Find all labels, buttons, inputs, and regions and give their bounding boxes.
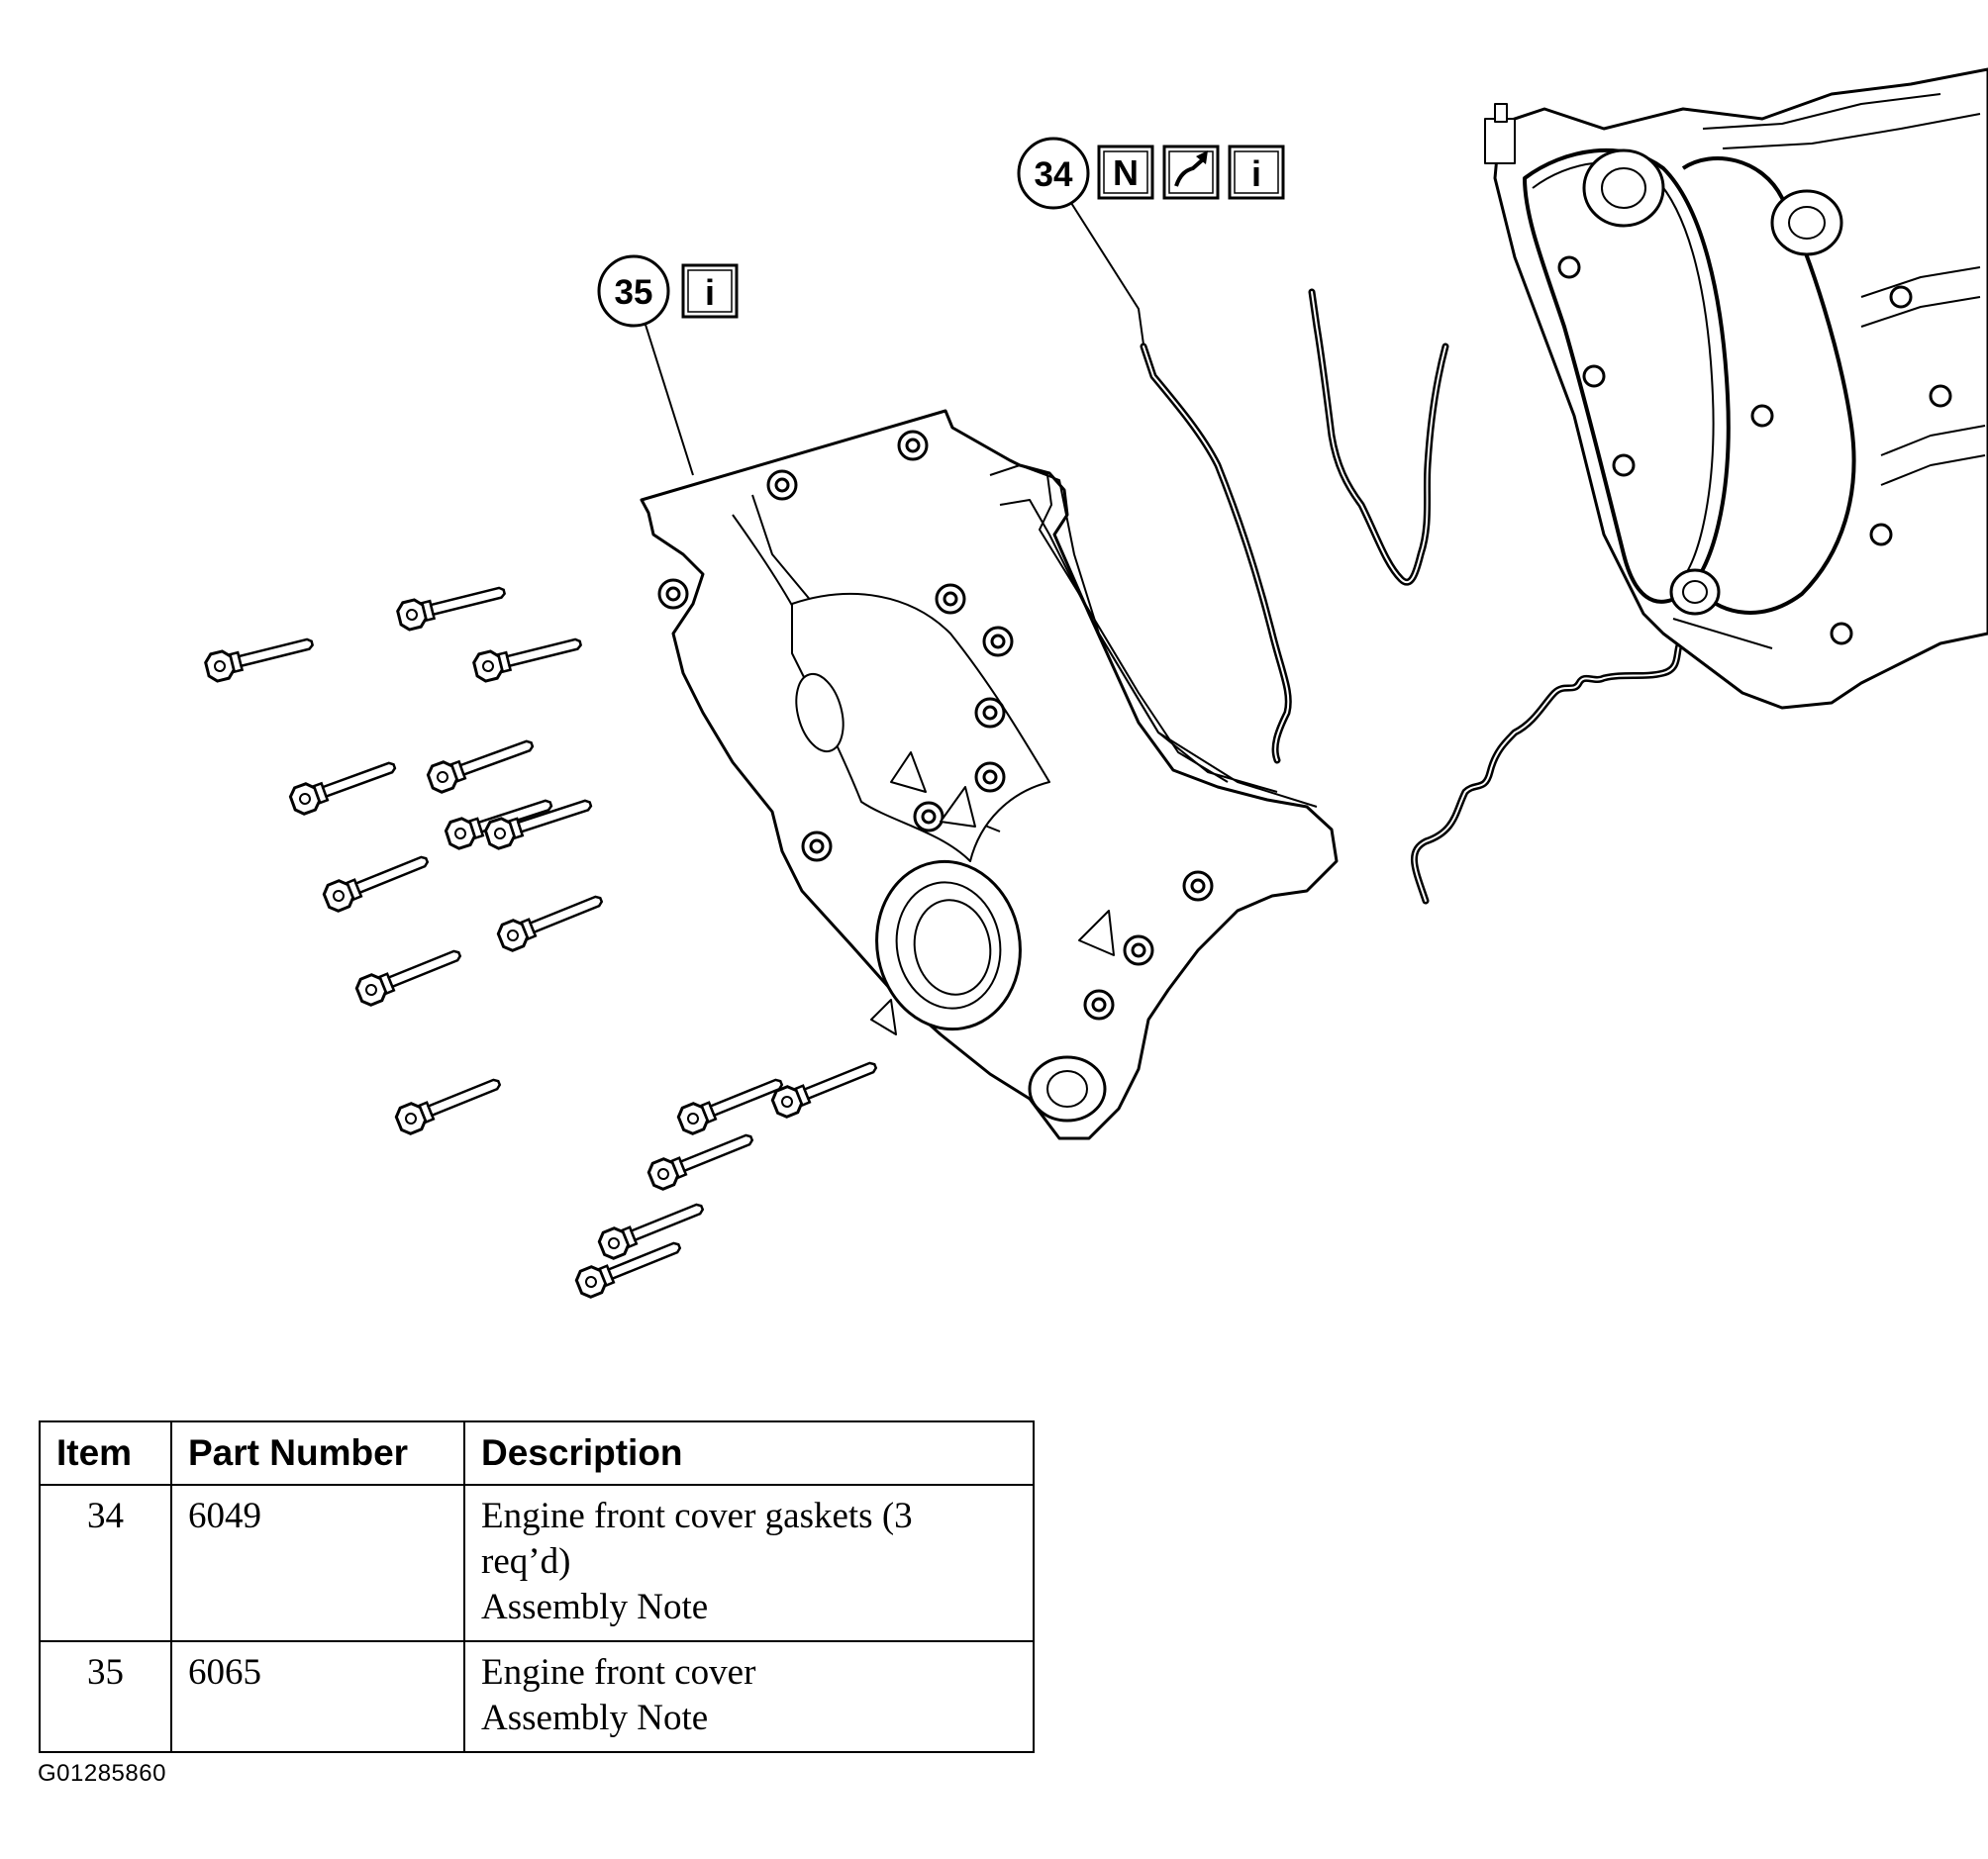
info-symbol-34: i: [1251, 153, 1261, 194]
engine-front-cover: [640, 409, 1339, 1140]
info-symbol-35: i: [705, 272, 715, 313]
bolt: [768, 1051, 882, 1122]
bolt: [202, 628, 318, 685]
description-line: Engine front cover: [481, 1652, 756, 1693]
description-line: Engine front cover gaskets (3: [481, 1496, 913, 1536]
column-header-part-number: Part Number: [170, 1420, 465, 1486]
assembly-note-link: Assembly Note: [481, 1587, 709, 1627]
part-number: 6049: [170, 1484, 465, 1642]
new-part-symbol: N: [1113, 152, 1139, 193]
description: Engine front cover gaskets (3 req’d) Ass…: [463, 1484, 1035, 1642]
callout-35: 35 i: [597, 254, 739, 476]
table-row: 35 6065 Engine front cover Assembly Note: [39, 1640, 1035, 1753]
exploded-view-diagram: 34 N i 35 i: [202, 67, 1988, 1302]
bolt: [352, 939, 466, 1010]
part-number: 6065: [170, 1640, 465, 1753]
parts-table: Item Part Number Description 34 6049 Eng…: [39, 1420, 1035, 1753]
bolt: [320, 845, 434, 916]
bolt: [286, 751, 401, 819]
description: Engine front cover Assembly Note: [463, 1640, 1035, 1753]
information-icon: i: [681, 263, 739, 319]
gasket-left: [1140, 342, 1292, 764]
bolt: [645, 1124, 758, 1194]
new-part-icon: N: [1097, 145, 1154, 200]
information-icon: i: [1228, 145, 1285, 200]
bolt: [394, 576, 510, 634]
bolt: [494, 885, 608, 955]
gasket-lower: [1410, 635, 1687, 905]
front-cover-gaskets: [1140, 288, 1687, 905]
sealant-tube-icon: [1162, 145, 1220, 200]
figure-id: G01285860: [38, 1760, 166, 1787]
bolt: [674, 1068, 788, 1138]
bolt: [392, 1068, 506, 1138]
bolt: [470, 628, 586, 685]
callout-34: 34 N i: [1017, 137, 1285, 345]
callout-34-number: 34: [1035, 155, 1073, 194]
item-number: 34: [39, 1484, 172, 1642]
table-row: 34 6049 Engine front cover gaskets (3 re…: [39, 1484, 1035, 1642]
bolt: [481, 789, 597, 852]
assembly-note-link: Assembly Note: [481, 1698, 709, 1738]
column-header-description: Description: [463, 1420, 1035, 1486]
item-number: 35: [39, 1640, 172, 1753]
description-line: req’d): [481, 1541, 571, 1582]
engine-block: [1484, 67, 1988, 710]
callout-35-number: 35: [615, 273, 653, 312]
table-header-row: Item Part Number Description: [39, 1420, 1035, 1486]
column-header-item: Item: [39, 1420, 172, 1486]
bolt: [424, 730, 539, 797]
